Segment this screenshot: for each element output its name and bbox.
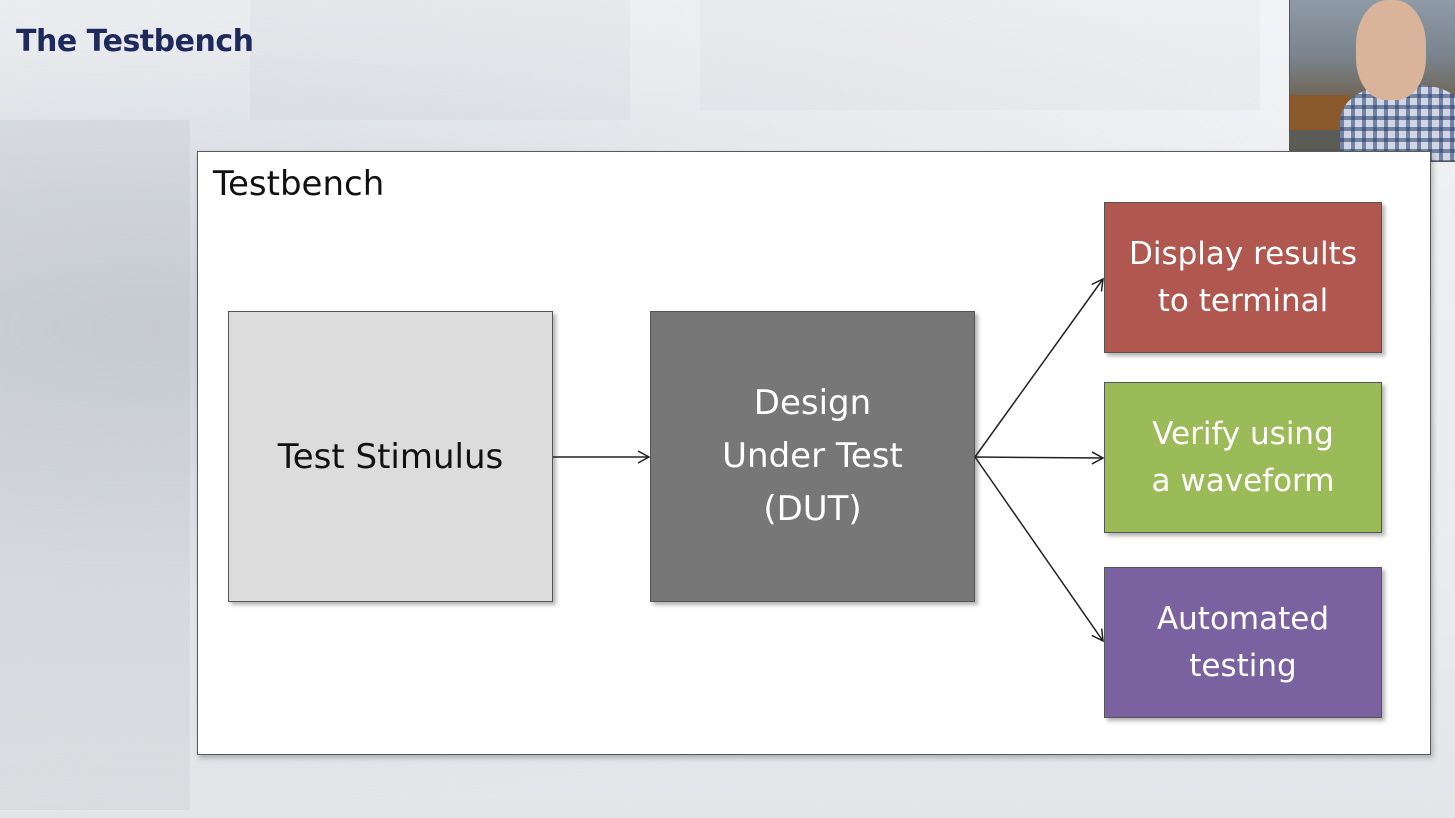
slide-title: The Testbench	[16, 24, 254, 59]
presenter-webcam	[1289, 0, 1455, 162]
dut-box: Design Under Test (DUT)	[650, 311, 975, 602]
test-stimulus-box: Test Stimulus	[228, 311, 553, 602]
webcam-presenter-head	[1356, 0, 1426, 100]
automated-testing-box: Automated testing	[1104, 567, 1382, 718]
background-texture	[0, 120, 190, 810]
background-texture	[700, 0, 1260, 110]
verify-waveform-box: Verify using a waveform	[1104, 382, 1382, 533]
display-results-box: Display results to terminal	[1104, 202, 1382, 353]
background-texture	[250, 0, 630, 120]
testbench-frame-label: Testbench	[213, 164, 385, 204]
